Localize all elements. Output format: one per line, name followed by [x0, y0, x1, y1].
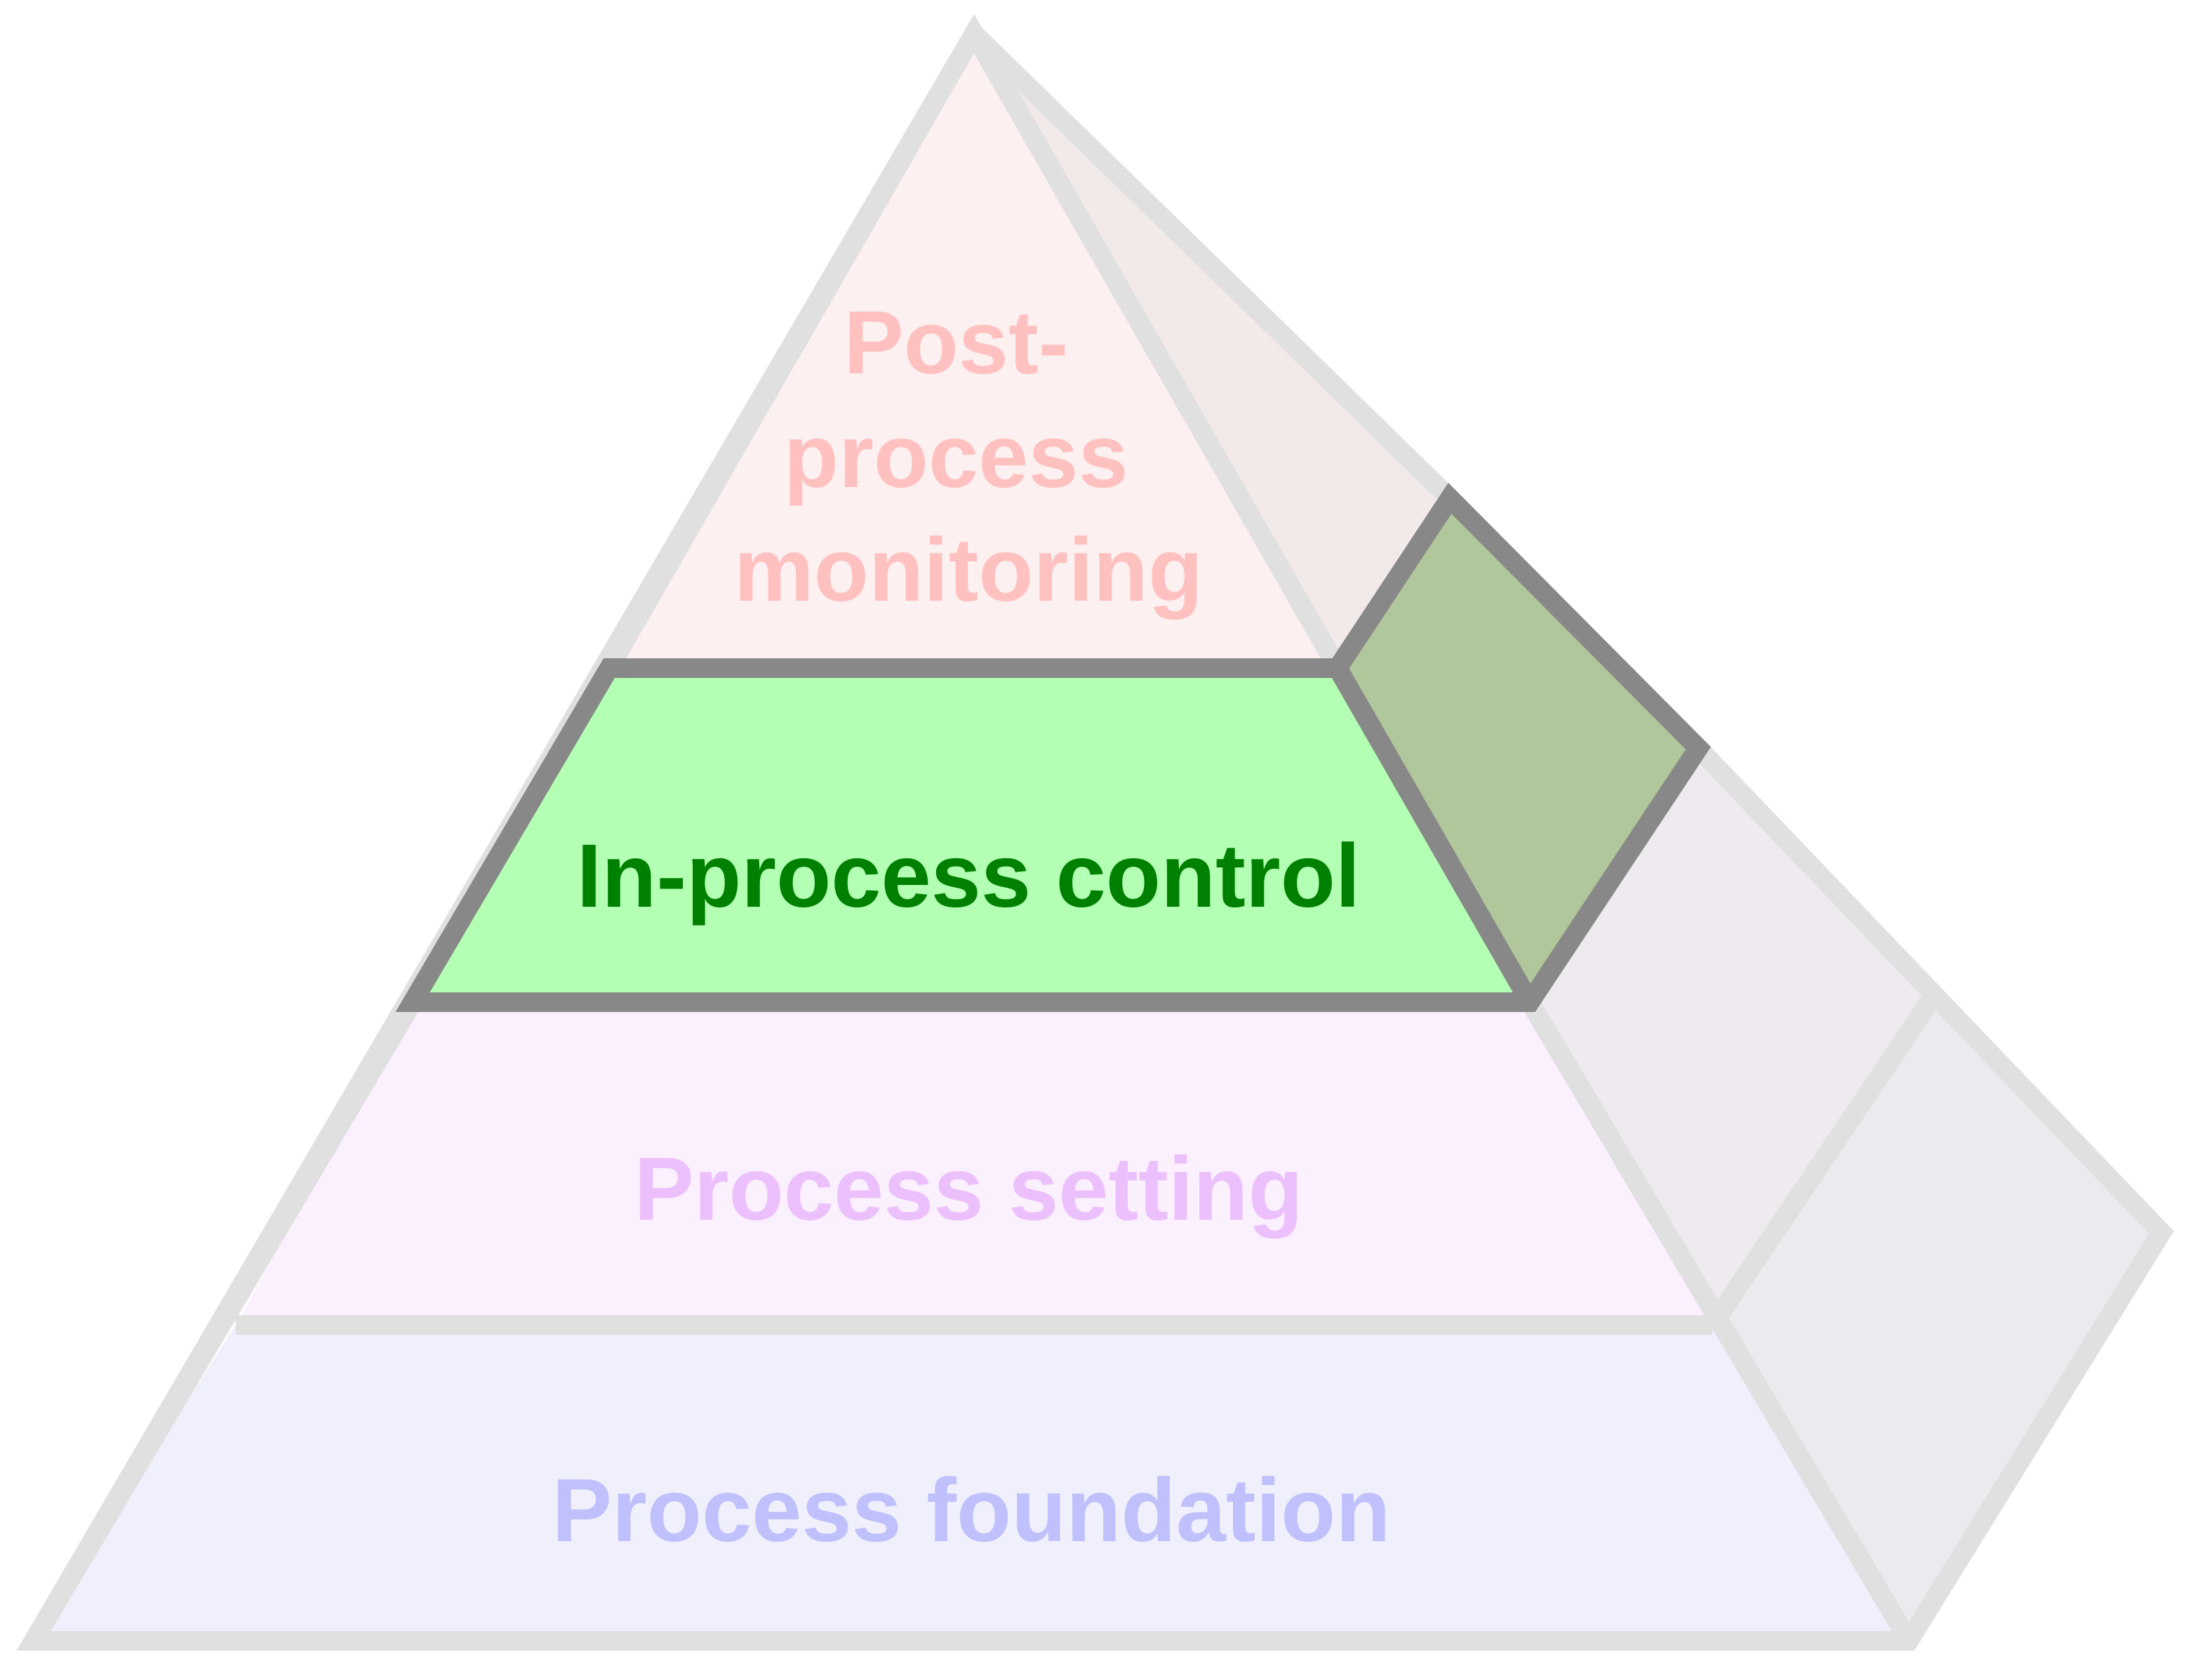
in-process-control-layer[interactable]	[413, 668, 1530, 1002]
muted-layer-outlines	[16, 13, 2174, 1651]
process-foundation-layer[interactable]	[34, 1325, 1909, 1641]
in-process-control-label: In-process control	[577, 826, 1361, 926]
label-line: monitoring	[734, 520, 1203, 620]
label-line: Post-	[844, 293, 1068, 393]
in-process-control-edge	[1328, 663, 1539, 1007]
post-process-monitoring-side-face	[974, 34, 1450, 668]
label-line: process	[784, 406, 1128, 507]
outline-segment	[967, 26, 1457, 506]
post-process-monitoring-label: Post- process monitoring	[734, 293, 1203, 620]
post-process-monitoring-layer[interactable]	[609, 34, 1338, 668]
process-foundation-label: Process foundation	[552, 1460, 1391, 1561]
process-foundation-side-face	[1712, 991, 2161, 1641]
outline-segment	[1704, 985, 1945, 1331]
process-setting-label: Process setting	[634, 1139, 1302, 1239]
process-setting-layer[interactable]	[236, 1002, 1712, 1325]
